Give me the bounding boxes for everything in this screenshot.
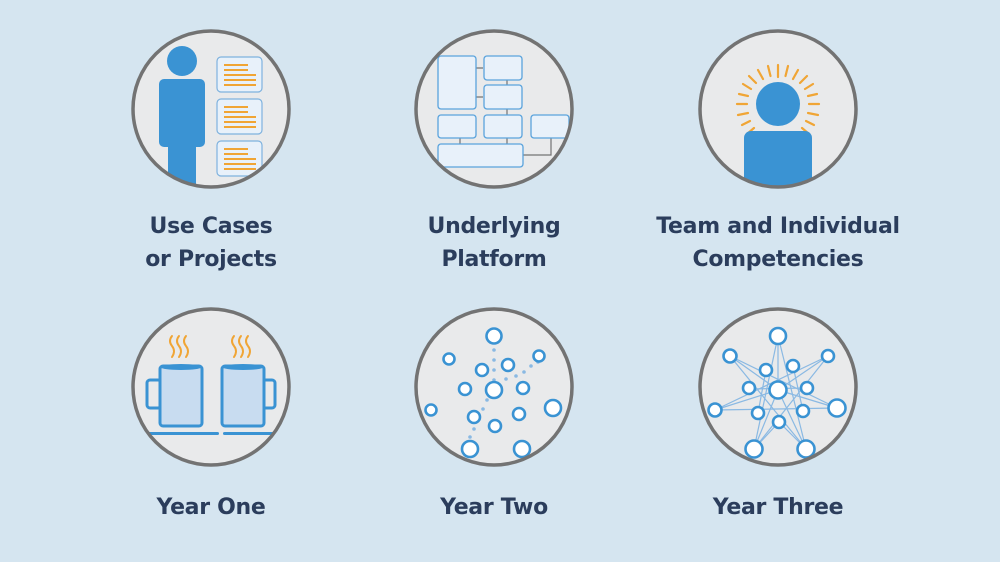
label-use-cases: Use Cases or Projects	[145, 214, 277, 272]
label-year-two: Year Two	[440, 495, 548, 520]
steam-icon	[169, 335, 251, 358]
item-use-cases: Use Cases or Projects	[71, 28, 351, 276]
item-year-three: Year Three	[638, 306, 918, 524]
scattered-nodes-icon	[414, 307, 574, 467]
two-coffee-mugs-icon	[131, 307, 291, 467]
connected-network-icon	[698, 307, 858, 467]
label-competencies: Team and Individual Competencies	[656, 214, 900, 272]
platform-architecture-icon	[414, 29, 574, 189]
label-year-three: Year Three	[712, 495, 844, 520]
item-competencies: Team and Individual Competencies	[638, 28, 918, 276]
label-underlying-platform: Underlying Platform	[427, 214, 561, 272]
person-with-documents-icon	[131, 29, 291, 189]
item-underlying-platform: Underlying Platform	[354, 28, 634, 276]
label-year-one: Year One	[156, 495, 266, 520]
radiant-person-icon	[698, 29, 858, 189]
item-year-two: Year Two	[354, 306, 634, 524]
item-year-one: Year One	[71, 306, 351, 524]
